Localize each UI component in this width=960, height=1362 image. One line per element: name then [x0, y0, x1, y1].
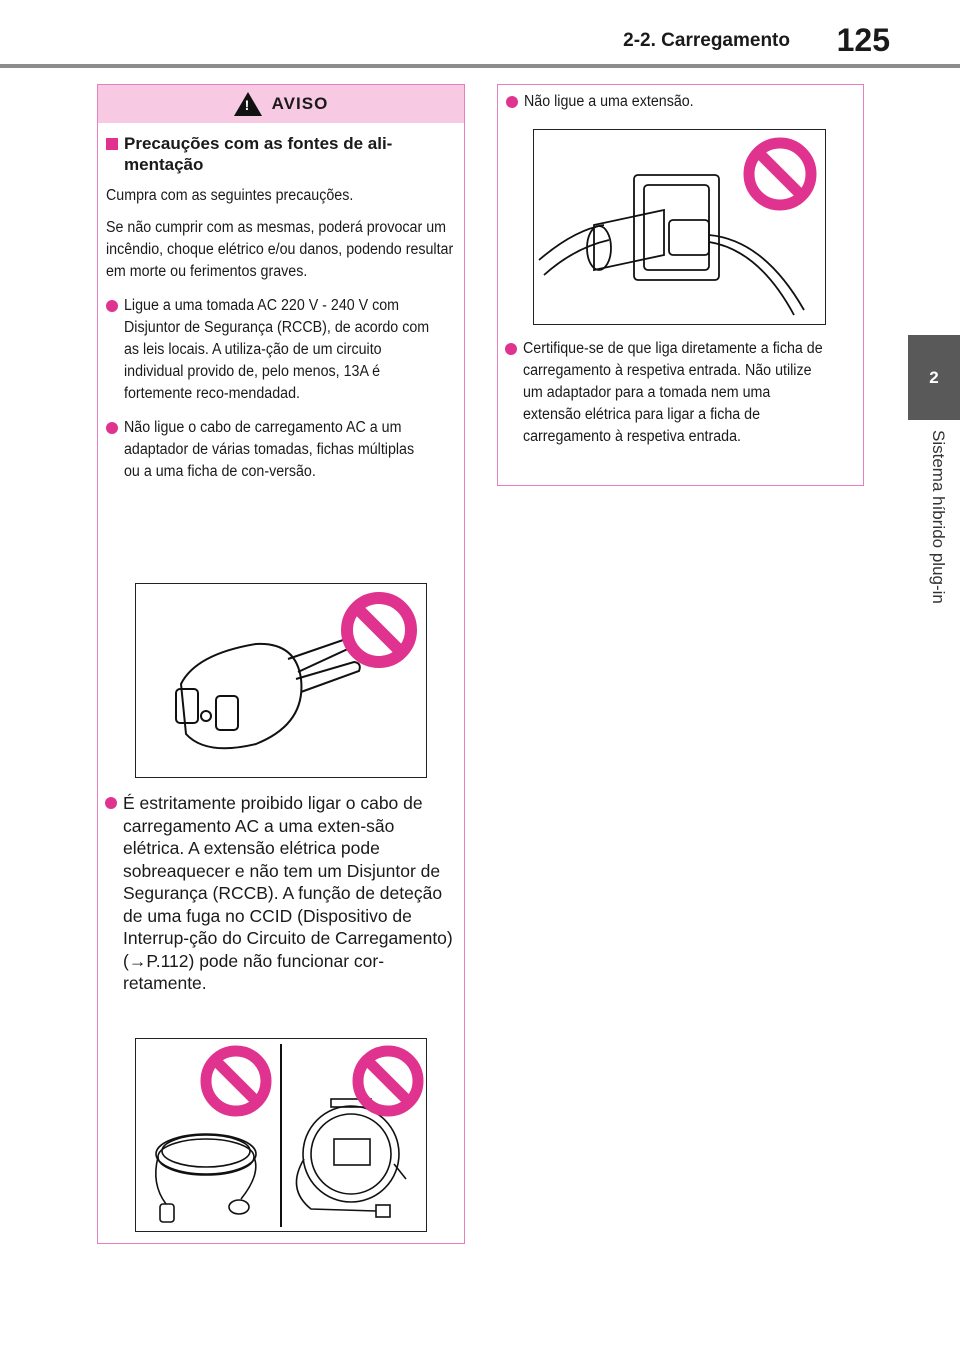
warning-header: AVISO [98, 85, 464, 123]
header-rule [0, 64, 960, 68]
intro-paragraph-2: Se não cumprir com as mesmas, poderá pro… [106, 219, 454, 280]
prohibition-icon [743, 137, 817, 211]
prohibition-icon [200, 1045, 272, 1117]
intro-paragraph-1: Cumpra com as seguintes precauções. [106, 187, 354, 204]
chapter-tab[interactable]: 2 [908, 335, 960, 420]
section-title: Precauções com as fontes de ali-mentação [106, 133, 458, 175]
bullet-item: É estritamente proibido ligar o cabo de … [105, 792, 457, 995]
section-heading: 2-2. Carregamento [623, 30, 790, 51]
adapter-figure [135, 583, 427, 778]
extension-cord-illustration [155, 1133, 257, 1223]
prohibition-icon [341, 592, 417, 668]
bullet-item: Não ligue o cabo de carregamento AC a um… [106, 417, 458, 483]
bullet-block-3: É estritamente proibido ligar o cabo de … [105, 792, 457, 995]
plug-adapter-illustration [175, 637, 361, 750]
chapter-label: Sistema híbrido plug-in [929, 430, 948, 604]
prohibition-icon [352, 1045, 424, 1117]
wall-socket-illustration [538, 174, 805, 316]
warning-title: AVISO [271, 94, 329, 113]
square-bullet-icon [106, 138, 118, 150]
bullet-block-5: Certifique-se de que liga diretamente a … [505, 338, 855, 448]
bullet-text-1: Ligue a uma tomada AC 220 V - 240 V com … [124, 297, 430, 402]
bullet-item: Não ligue a uma extensão. [506, 91, 857, 113]
cable-reel-illustration [295, 1098, 407, 1218]
bullet-text-5: Certifique-se de que liga diretamente a … [523, 340, 823, 445]
bullet-dot-icon [505, 343, 517, 355]
bullet-text-3: É estritamente proibido ligar o cabo de … [123, 793, 453, 993]
bullet-item: Certifique-se de que liga diretamente a … [505, 338, 855, 448]
warning-triangle-icon [233, 92, 262, 116]
bullet-dot-icon [106, 422, 118, 434]
bullet-item: Ligue a uma tomada AC 220 V - 240 V com … [106, 295, 458, 405]
bullet-dot-icon [106, 300, 118, 312]
page-number: 125 [836, 22, 890, 58]
bullet-text-2: Não ligue o cabo de carregamento AC a um… [124, 419, 415, 480]
extension-cords-figure [135, 1038, 427, 1232]
wall-socket-figure [533, 129, 826, 325]
section-title-text: Precauções com as fontes de ali-mentação [124, 134, 393, 174]
bullet-dot-icon [506, 96, 518, 108]
bullet-text-4: Não ligue a uma extensão. [524, 93, 694, 110]
bullet-dot-icon [105, 797, 117, 809]
